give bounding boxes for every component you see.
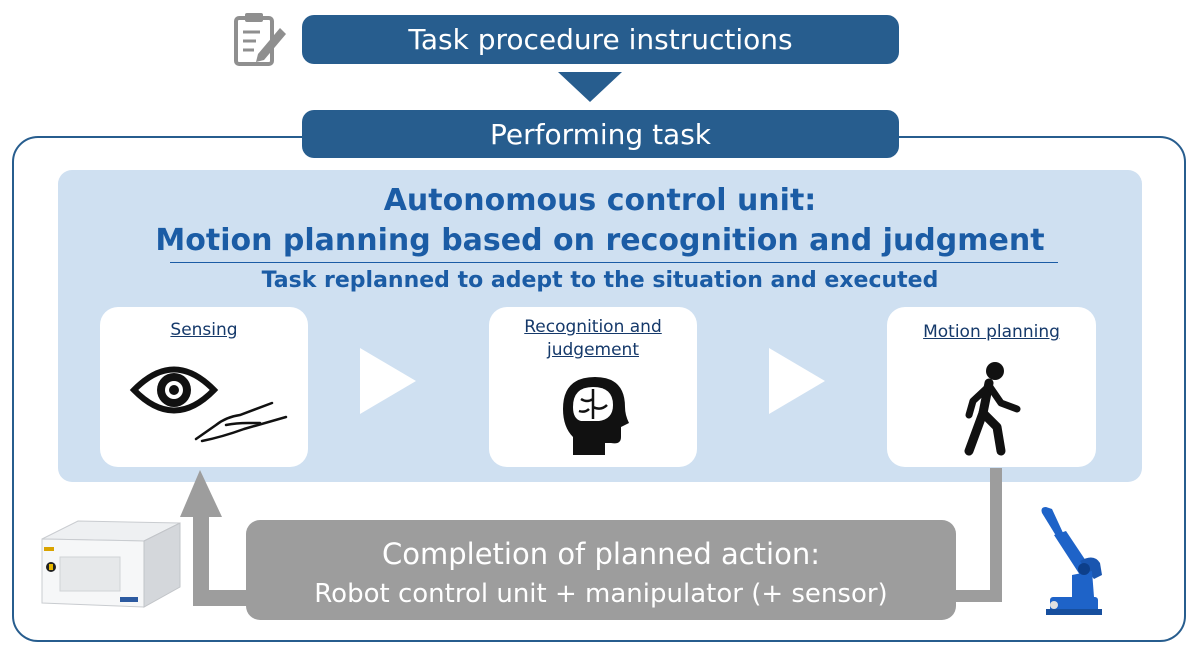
recognition-label-line2: judgement xyxy=(547,340,639,360)
completion-title: Completion of planned action: xyxy=(382,537,820,571)
title-divider xyxy=(170,262,1058,263)
recognition-card: Recognition and judgement xyxy=(489,307,697,467)
autonomous-unit-title-line1: Autonomous control unit: xyxy=(383,183,817,218)
robot-arm-manipulator xyxy=(1041,507,1102,615)
flow-arrow-2 xyxy=(769,348,825,414)
sensing-card: Sensing xyxy=(100,307,308,467)
clipboard-pencil-icon xyxy=(234,13,286,66)
recognition-label-line1: Recognition and xyxy=(524,317,662,337)
autonomous-unit-title: Autonomous control unit: Motion planning… xyxy=(58,181,1142,261)
brain-head-icon xyxy=(563,377,629,455)
performing-task-banner: Performing task xyxy=(302,110,899,158)
eye-icon xyxy=(129,366,219,414)
completion-subtitle: Robot control unit + manipulator (+ sens… xyxy=(314,579,888,609)
walking-person-icon xyxy=(964,362,1021,456)
performing-task-label: Performing task xyxy=(489,117,712,151)
motion-planning-card: Motion planning xyxy=(887,307,1096,467)
flow-arrow-1 xyxy=(360,348,416,414)
completion-box: Completion of planned action: Robot cont… xyxy=(246,520,956,620)
motion-planning-label: Motion planning xyxy=(923,322,1060,342)
task-instructions-banner: Task procedure instructions xyxy=(302,15,899,64)
down-arrow xyxy=(558,72,622,102)
task-instructions-label: Task procedure instructions xyxy=(408,23,793,56)
autonomous-unit-title-line2: Motion planning based on recognition and… xyxy=(155,223,1045,258)
sensing-label: Sensing xyxy=(170,320,238,340)
autonomous-unit-subtitle: Task replanned to adept to the situation… xyxy=(261,268,939,293)
hand-icon xyxy=(194,401,288,443)
robot-controller-box xyxy=(41,520,181,608)
